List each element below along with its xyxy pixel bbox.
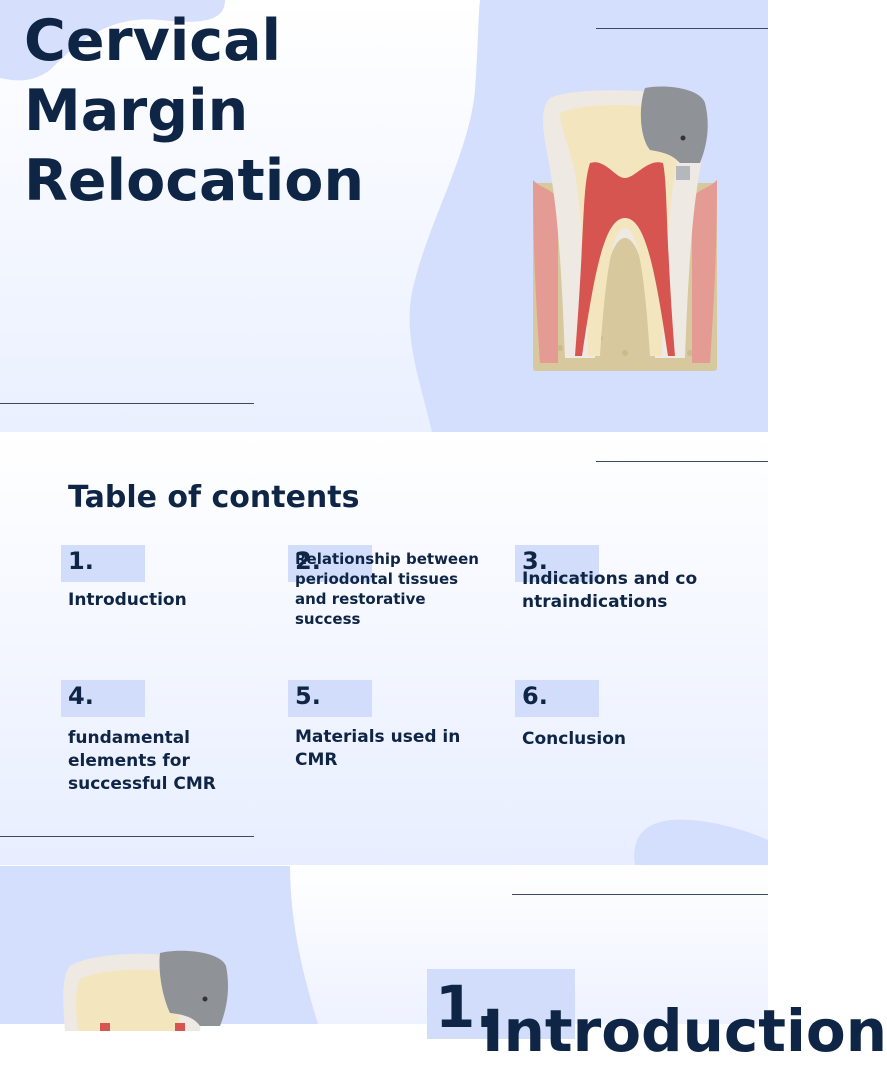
divider-top-right [596, 28, 768, 29]
toc-item-5: 5. Materials used in CMR [288, 680, 495, 810]
toc-number-box [288, 545, 372, 582]
toc-item-1: 1. Introduction [61, 545, 268, 675]
title-line-3: Relocation [24, 148, 365, 214]
section-number: 1. [435, 973, 498, 1041]
divider-bottom-left [0, 403, 254, 404]
toc-item-2: 2. Relationship between periodontal tiss… [288, 545, 495, 675]
toc-slide: Table of contents 1. Introduction 2. Rel… [0, 432, 768, 865]
toc-number: 3. [522, 547, 548, 575]
toc-item-3: 3. Indications and contraindications [515, 545, 722, 675]
toc-item-label: Relationship between periodontal tissues… [295, 550, 479, 628]
section-divider-top-right [512, 894, 768, 895]
title-slide: Cervical Margin Relocation [0, 0, 768, 432]
toc-number-box [61, 545, 145, 582]
toc-item-label: fundamental elements for successful CMR [68, 728, 216, 794]
toc-number-box [515, 545, 599, 582]
toc-item-6: 6. Conclusion [515, 680, 722, 810]
toc-number: 2. [295, 547, 321, 575]
toc-number-box [515, 680, 599, 717]
toc-heading: Table of contents [68, 480, 360, 515]
toc-item-label: Materials used in CMR [295, 727, 461, 770]
tooth-icon [63, 950, 228, 1031]
section-number-box [427, 969, 575, 1039]
section-title: Introduction [482, 997, 887, 1065]
toc-item-label: Indications and contraindications [522, 569, 698, 612]
toc-number: 6. [522, 682, 548, 710]
toc-divider-bottom-left [0, 836, 254, 837]
toc-number: 1. [68, 547, 94, 575]
toc-item-label: Conclusion [522, 729, 626, 749]
toc-item-4: 4. fundamental elements for successful C… [61, 680, 268, 810]
toc-number-box [61, 680, 145, 717]
toc-divider-top-right [596, 461, 768, 462]
title-line-1: Cervical [24, 8, 282, 74]
toc-background-blob [634, 819, 768, 865]
toc-number: 5. [295, 682, 321, 710]
tooth-icon [533, 86, 717, 371]
title-line-2: Margin [24, 78, 249, 144]
toc-item-label: Introduction [68, 590, 187, 610]
section-slide: 1. Introduction [0, 866, 887, 1065]
toc-number-box [288, 680, 372, 717]
presentation-title: Cervical Margin Relocation [24, 6, 364, 216]
toc-number: 4. [68, 682, 94, 710]
